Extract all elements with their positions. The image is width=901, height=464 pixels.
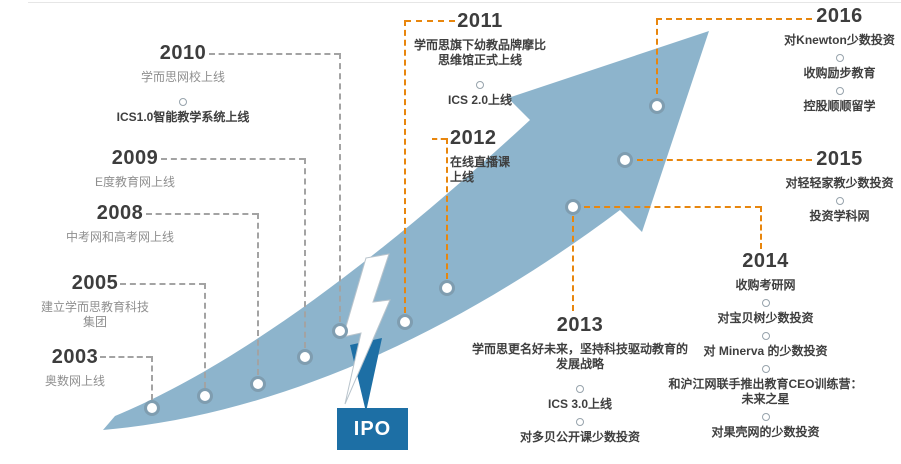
bullet-icon: [835, 87, 844, 95]
milestone-dot-2009: [297, 349, 313, 365]
bullet-icon: [761, 365, 770, 373]
milestone-dot-2016: [649, 98, 665, 114]
connector-2009-h: [161, 158, 305, 160]
lightning-bolt-icon: [342, 253, 391, 405]
connector-2008-h: [146, 213, 258, 215]
year-label-2011: 2011: [457, 10, 503, 32]
connector-2013-v: [572, 216, 574, 311]
connector-2015-h: [637, 159, 812, 161]
year-label-2003: 2003: [51, 346, 99, 368]
milestone-dot-2005: [197, 388, 213, 404]
year-label-2005: 2005: [71, 272, 119, 294]
connector-2003-v: [151, 356, 153, 400]
connector-2005-v: [204, 283, 206, 388]
milestone-2003-line1: 奥数网上线: [44, 374, 105, 388]
milestone-dot-2015: [617, 152, 633, 168]
connector-2008-v: [257, 213, 259, 375]
bullet-icon: [761, 299, 770, 307]
year-label-2015: 2015: [816, 148, 863, 170]
milestone-2012-line1: 在线直播课: [450, 155, 511, 169]
milestone-dot-2013: [565, 199, 581, 215]
milestone-2013-item2: 对多贝公开课少数投资: [519, 430, 640, 444]
milestone-2011-line1: 学而思旗下幼教品牌摩比: [413, 38, 546, 52]
bullet-icon: [179, 98, 187, 106]
connector-2005-h: [120, 283, 205, 285]
connector-2011-v: [404, 20, 406, 313]
bullet-icon: [835, 197, 844, 205]
milestone-2014-item4a: 和沪江网联手推出教育CEO训练营：: [668, 377, 863, 391]
milestone-2013-item1: ICS 3.0上线: [547, 397, 613, 411]
milestone-2010-line1: 学而思网校上线: [140, 70, 225, 84]
milestone-dot-2003: [144, 400, 160, 416]
connector-2011-h: [405, 20, 455, 22]
year-label-2008: 2008: [96, 202, 144, 224]
milestone-2016-item2: 收购励步教育: [803, 66, 876, 80]
milestone-2008: 2008 中考网和高考网上线: [40, 202, 200, 245]
milestone-2009-line1: E度教育网上线: [94, 175, 175, 189]
milestone-2015: 2015 对轻轻家教少数投资 投资学科网: [778, 148, 901, 224]
milestone-2015-item1: 对轻轻家教少数投资: [785, 176, 894, 190]
year-label-2016: 2016: [816, 5, 863, 27]
ipo-badge: IPO: [337, 408, 408, 450]
milestone-2011-line2: 思维馆正式上线: [437, 53, 522, 67]
connector-2016-v: [656, 19, 658, 94]
milestone-dot-2008: [250, 376, 266, 392]
milestone-2014: 2014 收购考研网 对宝贝树少数投资 对 Minerva 的少数投资 和沪江网…: [658, 250, 873, 440]
ipo-label: IPO: [353, 417, 392, 440]
milestone-2009: 2009 E度教育网上线: [55, 147, 215, 190]
milestone-2011: 2011 学而思旗下幼教品牌摩比 思维馆正式上线 ICS 2.0上线: [395, 10, 565, 108]
top-divider: [28, 2, 901, 3]
milestone-2012: 2012 在线直播课 上线: [450, 127, 550, 185]
connector-2016-h: [656, 18, 812, 20]
milestone-2003: 2003 奥数网上线: [20, 346, 130, 389]
year-label-2014: 2014: [742, 250, 789, 272]
year-label-2010: 2010: [159, 42, 207, 64]
milestone-2014-item4b: 未来之星: [741, 392, 790, 406]
milestone-2015-item2: 投资学科网: [809, 209, 870, 223]
milestone-dot-2010: [332, 323, 348, 339]
connector-2009-v: [304, 158, 306, 348]
milestone-2012-line2: 上线: [450, 170, 475, 184]
milestone-2014-item5: 对果壳网的少数投资: [711, 425, 820, 439]
bullet-icon: [761, 413, 770, 421]
bullet-icon: [576, 385, 584, 393]
connector-2010-h: [209, 53, 340, 55]
year-label-2009: 2009: [111, 147, 159, 169]
bullet-icon: [761, 332, 770, 340]
bullet-icon: [576, 418, 584, 426]
milestone-dot-2011: [397, 314, 413, 330]
milestone-2005-line2: 集团: [82, 315, 107, 329]
bullet-icon: [476, 81, 484, 89]
milestone-2014-item2: 对宝贝树少数投资: [717, 311, 814, 325]
milestone-2013: 2013 学而思更名好未来，坚持科技驱动教育的 发展战略 ICS 3.0上线 对…: [455, 314, 705, 445]
milestone-2010-item1: ICS1.0智能教学系统上线: [116, 110, 250, 124]
year-label-2012: 2012: [450, 127, 497, 149]
connector-2014-v: [760, 206, 762, 249]
connector-2010-v: [339, 53, 341, 322]
milestone-2014-item1: 收购考研网: [735, 278, 796, 292]
milestone-2016-item1: 对Knewton少数投资: [784, 33, 895, 47]
milestone-2008-line1: 中考网和高考网上线: [65, 230, 174, 244]
milestone-2016-item3: 控股顺顺留学: [803, 99, 876, 113]
milestone-2016: 2016 对Knewton少数投资 收购励步教育 控股顺顺留学: [778, 5, 901, 114]
growth-arrow: [103, 31, 709, 430]
milestone-2011-item1: ICS 2.0上线: [447, 93, 513, 107]
bullet-icon: [835, 54, 844, 62]
year-label-2013: 2013: [556, 314, 604, 336]
connector-2014-h: [584, 206, 761, 208]
milestone-2005: 2005 建立学而思教育科技 集团: [30, 272, 160, 330]
milestone-2010: 2010 学而思网校上线 ICS1.0智能教学系统上线: [98, 42, 268, 125]
connector-2012-h: [432, 138, 446, 140]
milestone-2005-line1: 建立学而思教育科技: [40, 300, 149, 314]
milestone-2013-line1: 学而思更名好未来，坚持科技驱动教育的: [471, 342, 688, 356]
milestone-dot-2012: [439, 280, 455, 296]
connector-2012-v: [446, 138, 448, 279]
connector-2003-h: [100, 356, 152, 358]
milestone-2014-item3: 对 Minerva 的少数投资: [703, 344, 828, 358]
milestone-2013-line2: 发展战略: [555, 357, 604, 371]
